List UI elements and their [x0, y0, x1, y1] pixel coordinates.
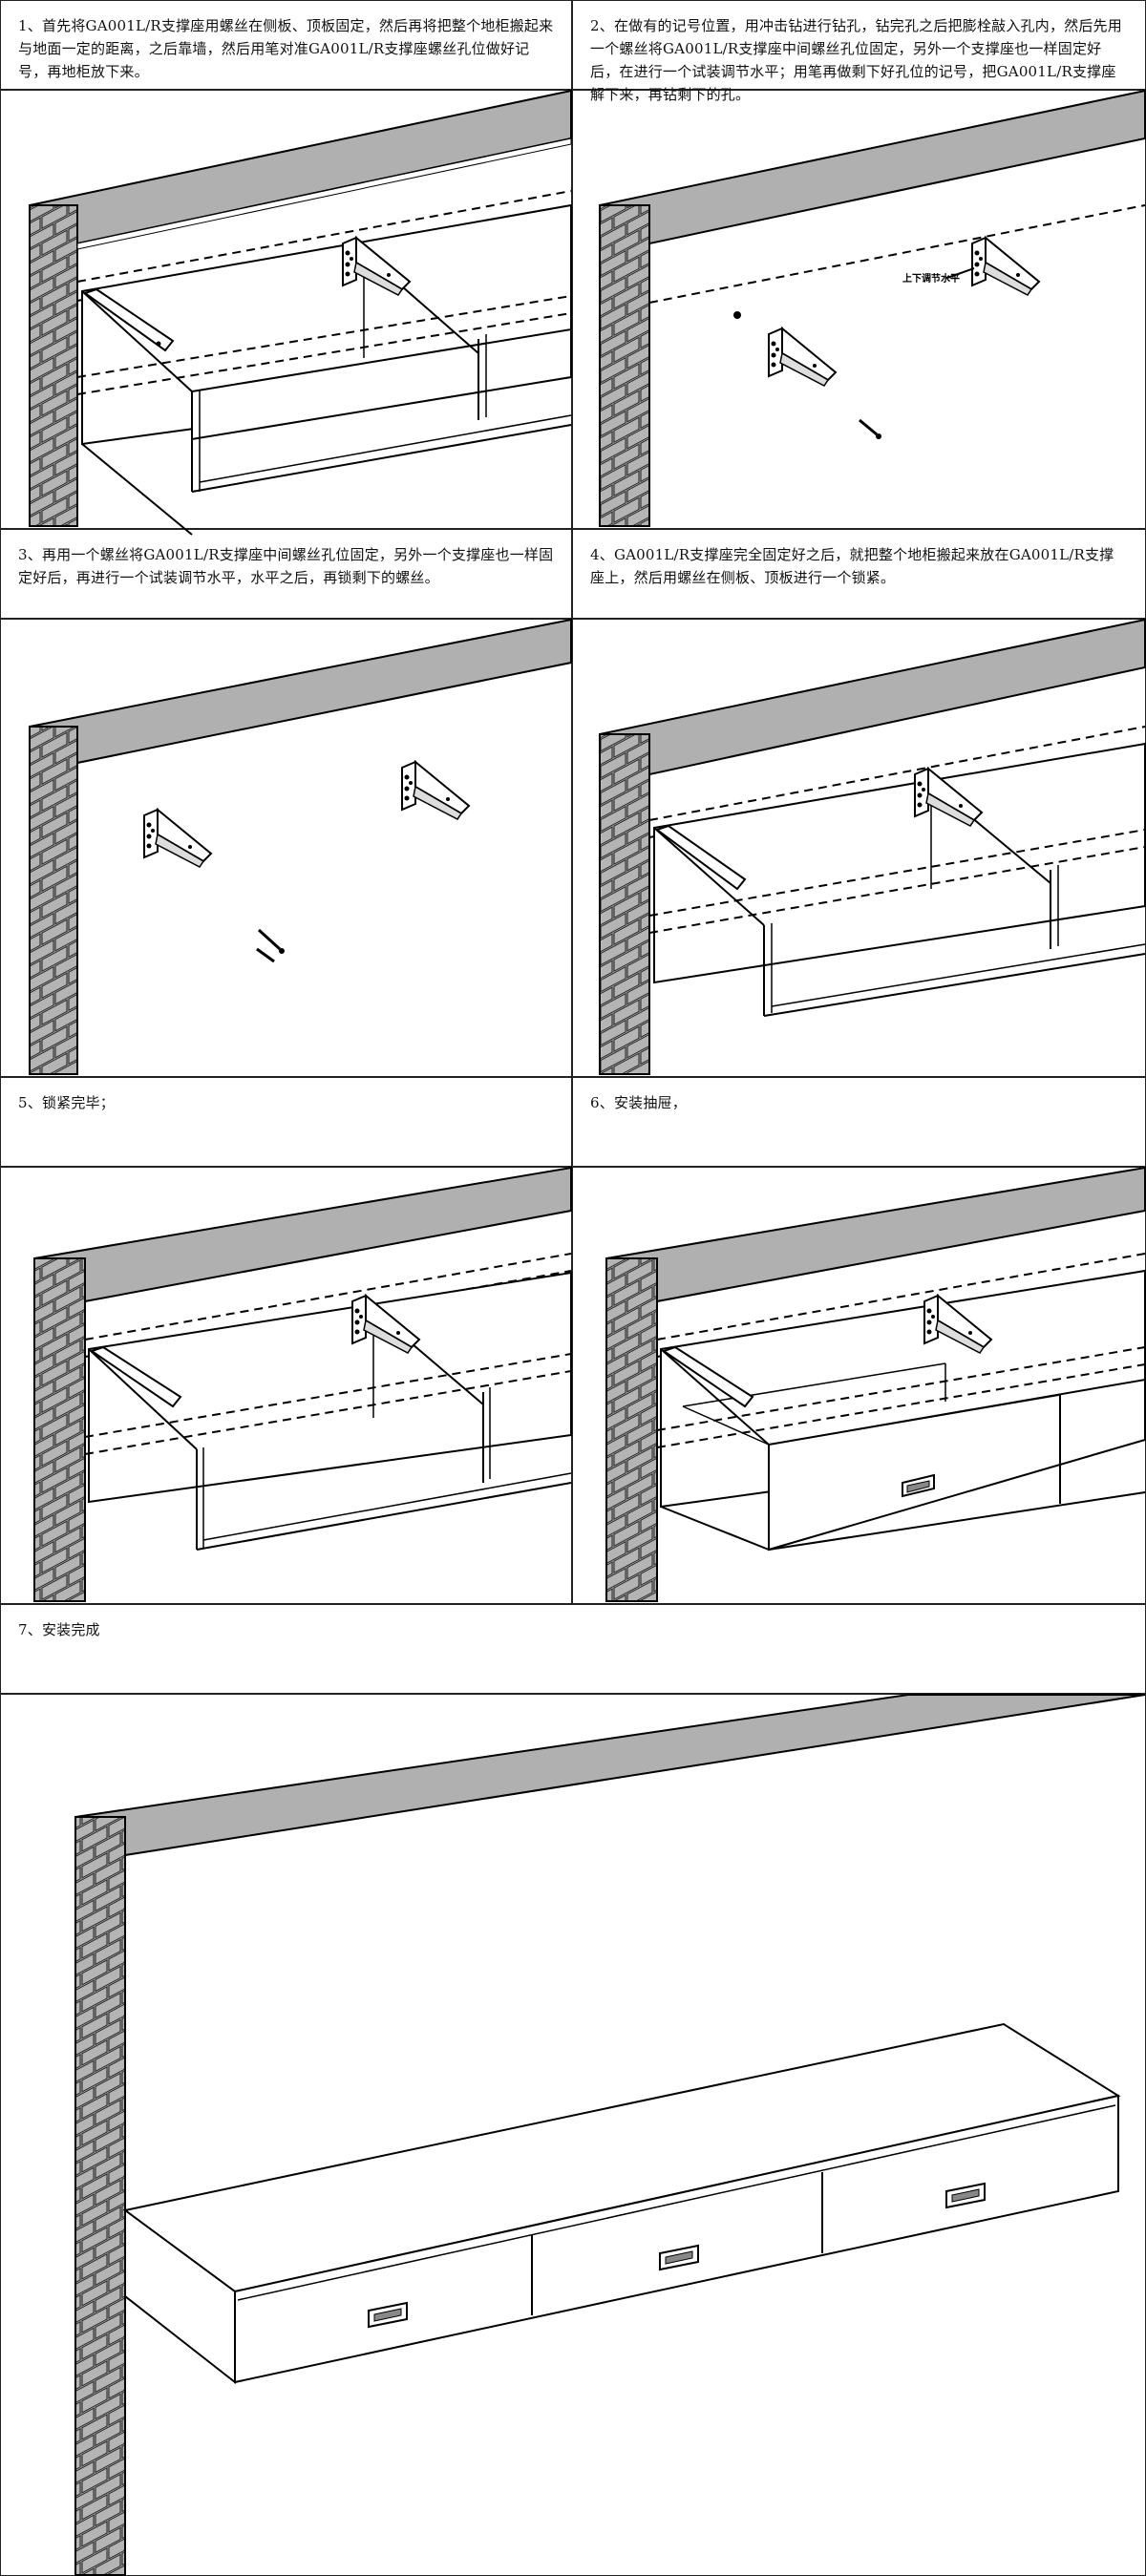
step-7-text: 7、安装完成: [18, 1621, 100, 1638]
step-3-caption-cell: 3、再用一个螺丝将GA001L/R支撑座中间螺丝孔位固定，另外一个支撑座也一样固…: [1, 530, 573, 618]
step-3-text: 3、再用一个螺丝将GA001L/R支撑座中间螺丝孔位固定，另外一个支撑座也一样固…: [18, 546, 554, 586]
caption-row-4: 7、安装完成: [1, 1605, 1145, 1695]
step-4-illustration: [573, 618, 1146, 1076]
step-2-illustration: 上下调节水平: [573, 89, 1146, 528]
caption-row-3: 5、锁紧完毕； 6、安装抽屉，: [1, 1078, 1145, 1168]
step-5-illustration: [1, 1166, 573, 1603]
step-5-caption-cell: 5、锁紧完毕；: [1, 1078, 573, 1166]
step-2-text: 2、在做有的记号位置，用冲击钻进行钻孔，钻完孔之后把膨栓敲入孔内，然后先用一个螺…: [590, 17, 1122, 103]
caption-row-1: 1、首先将GA001L/R支撑座用螺丝在侧板、顶板固定，然后再将把整个地柜搬起来…: [1, 1, 1145, 103]
step-1-illustration: [1, 89, 573, 536]
step-2-caption-cell: 2、在做有的记号位置，用冲击钻进行钻孔，钻完孔之后把膨栓敲入孔内，然后先用一个螺…: [573, 1, 1145, 103]
step-7-illustration: [1, 1694, 1146, 2576]
step-1-text: 1、首先将GA001L/R支撑座用螺丝在侧板、顶板固定，然后再将把整个地柜搬起来…: [18, 17, 554, 80]
step-6-caption-cell: 6、安装抽屉，: [573, 1078, 1145, 1166]
image-row-3: [1, 1166, 1146, 1605]
step-3-illustration: [1, 618, 573, 1076]
level-adjust-callout: 上下调节水平: [902, 272, 960, 285]
image-row-2: [1, 618, 1146, 1078]
step-4-caption-cell: 4、GA001L/R支撑座完全固定好之后，就把整个地柜搬起来放在GA001L/R…: [573, 530, 1145, 618]
image-row-1: 上下调节水平: [1, 89, 1146, 536]
step-6-text: 6、安装抽屉，: [590, 1094, 687, 1111]
step-1-caption-cell: 1、首先将GA001L/R支撑座用螺丝在侧板、顶板固定，然后再将把整个地柜搬起来…: [1, 1, 573, 89]
image-row-4: [1, 1694, 1146, 2576]
step-6-illustration: [573, 1166, 1146, 1603]
step-4-text: 4、GA001L/R支撑座完全固定好之后，就把整个地柜搬起来放在GA001L/R…: [590, 546, 1114, 586]
caption-row-2: 3、再用一个螺丝将GA001L/R支撑座中间螺丝孔位固定，另外一个支撑座也一样固…: [1, 530, 1145, 620]
step-5-text: 5、锁紧完毕；: [18, 1094, 115, 1111]
step-7-caption-cell: 7、安装完成: [1, 1605, 1145, 1693]
